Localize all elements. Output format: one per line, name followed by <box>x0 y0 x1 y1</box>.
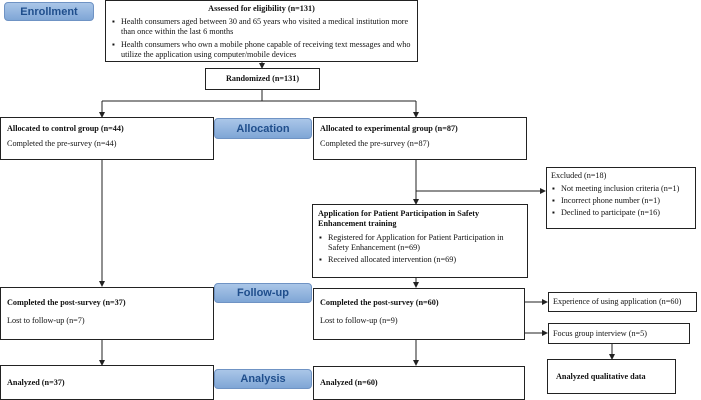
training-box: Application for Patient Participation in… <box>312 204 528 278</box>
excluded-reason: Declined to participate (n=16) <box>551 208 691 218</box>
training-title: Application for Patient Participation in… <box>318 209 480 228</box>
control-analyzed-box: Analyzed (n=37) <box>0 365 214 400</box>
control-allocated-label: Allocated to control group (n=44) <box>7 124 124 133</box>
eligibility-title: Assessed for eligibility (n=131) <box>208 4 315 13</box>
randomized-box: Randomized (n=131) <box>205 68 320 90</box>
control-pre-survey: Completed the pre-survey (n=44) <box>7 139 117 148</box>
training-item: Registered for Application for Patient P… <box>318 233 522 253</box>
focus-group-box: Focus group interview (n=5) <box>548 323 690 344</box>
excluded-reasons: Not meeting inclusion criteria (n=1) Inc… <box>551 184 691 218</box>
training-items: Registered for Application for Patient P… <box>318 233 522 265</box>
experimental-allocation-box: Allocated to experimental group (n=87) C… <box>313 117 527 160</box>
excluded-reason: Not meeting inclusion criteria (n=1) <box>551 184 691 194</box>
experimental-post-survey: Completed the post-survey (n=60) <box>320 298 439 307</box>
control-followup-box: Completed the post-survey (n=37) Lost to… <box>0 287 214 340</box>
control-lost-to-followup: Lost to follow-up (n=7) <box>7 316 85 325</box>
control-allocation-box: Allocated to control group (n=44) Comple… <box>0 117 214 160</box>
stage-analysis: Analysis <box>214 369 312 389</box>
stage-allocation: Allocation <box>214 118 312 139</box>
training-item: Received allocated intervention (n=69) <box>318 255 522 265</box>
eligibility-criteria: Health consumers aged between 30 and 65 … <box>111 17 412 60</box>
experimental-allocated-label: Allocated to experimental group (n=87) <box>320 124 458 133</box>
control-post-survey: Completed the post-survey (n=37) <box>7 298 126 307</box>
experimental-pre-survey: Completed the pre-survey (n=87) <box>320 139 430 148</box>
excluded-reason: Incorrect phone number (n=1) <box>551 196 691 206</box>
experimental-followup-box: Completed the post-survey (n=60) Lost to… <box>313 288 525 340</box>
qualitative-analyzed-box: Analyzed qualitative data <box>547 359 676 394</box>
eligibility-criterion: Health consumers who own a mobile phone … <box>111 40 412 60</box>
eligibility-box: Assessed for eligibility (n=131) Health … <box>105 0 418 62</box>
excluded-box: Excluded (n=18) Not meeting inclusion cr… <box>546 167 696 229</box>
experimental-analyzed-box: Analyzed (n=60) <box>313 366 525 400</box>
stage-enrollment: Enrollment <box>4 2 94 21</box>
experience-box: Experience of using application (n=60) <box>548 292 697 312</box>
eligibility-criterion: Health consumers aged between 30 and 65 … <box>111 17 412 37</box>
excluded-title: Excluded (n=18) <box>551 171 607 180</box>
stage-follow-up: Follow-up <box>214 283 312 303</box>
experimental-lost-to-followup: Lost to follow-up (n=9) <box>320 316 398 325</box>
